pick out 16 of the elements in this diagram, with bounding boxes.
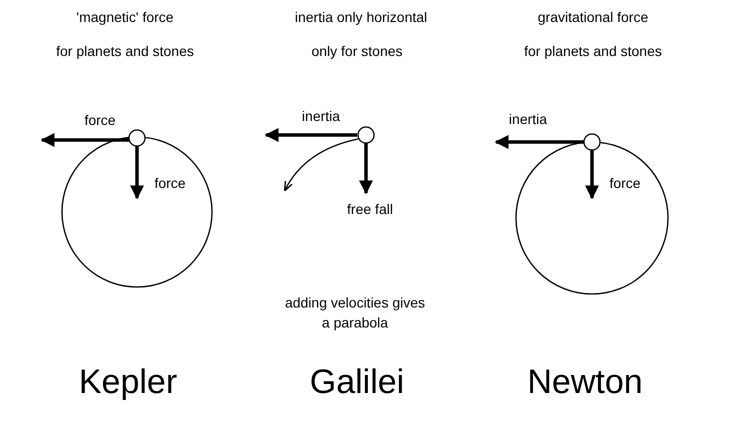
subheading-text: for planets and stones	[56, 42, 194, 62]
name-heading: Kepler	[78, 362, 178, 404]
subheading-text: only for stones	[311, 42, 403, 62]
force-label: inertia	[508, 110, 548, 130]
force-label: force	[84, 111, 116, 130]
heading-text: gravitational force	[538, 8, 648, 28]
force-label: force	[609, 174, 641, 194]
force-label: inertia	[302, 107, 340, 126]
force-label: force	[154, 174, 186, 194]
name-heading: Newton	[527, 362, 643, 404]
name-heading: Galilei	[310, 362, 404, 404]
heading-text: inertia only horizontal	[294, 8, 428, 28]
subheading-text: for planets and stones	[524, 42, 662, 62]
note-text: adding velocities gives a parabola	[284, 293, 426, 332]
force-label: free fall	[347, 200, 393, 220]
heading-text: 'magnetic' force	[76, 8, 174, 28]
